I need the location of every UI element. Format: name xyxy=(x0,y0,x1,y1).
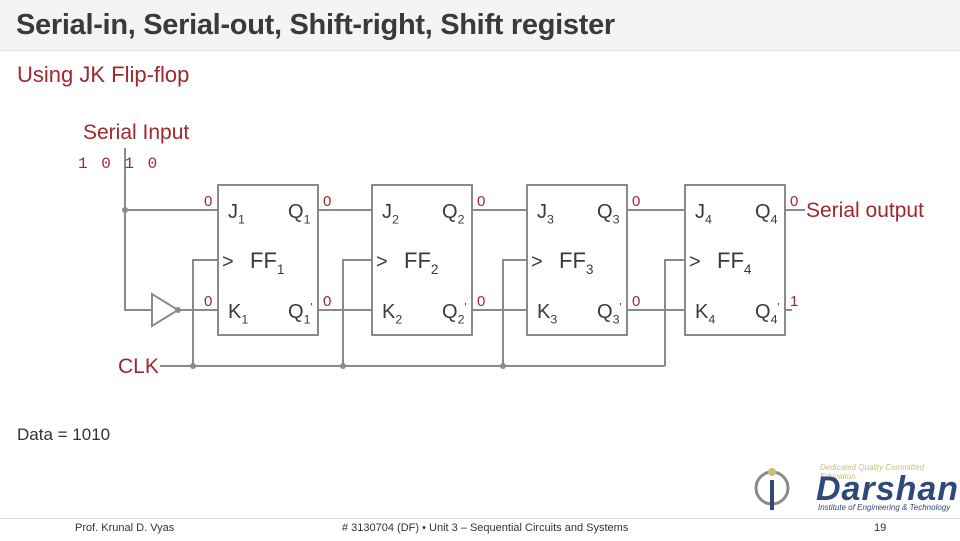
page-number: 19 xyxy=(874,522,887,534)
data-value-label: Data = 1010 xyxy=(17,425,111,444)
inverter-triangle xyxy=(151,292,180,328)
ff4-k-label: K4 xyxy=(695,301,715,327)
logo-tagline: Dedicated Quality Committed Education xyxy=(820,463,925,481)
ff2-qbar-label: Q2' xyxy=(442,301,467,327)
ff3-qbar-label: Q3' xyxy=(597,301,622,327)
ff2-name-label: FF2 xyxy=(404,248,438,277)
clock-junction-dot xyxy=(340,363,346,369)
ff3-q-label: Q3 xyxy=(597,201,620,227)
ff4-j-label: J4 xyxy=(695,201,712,227)
ff3-clock-symbol: > xyxy=(531,251,543,273)
ff3-j-label: J3 xyxy=(537,201,554,227)
ff2-qbar-value: 0 xyxy=(477,293,485,310)
ff4-qbar-value: 1 xyxy=(790,293,798,310)
clk-ff4-wire xyxy=(664,259,685,366)
footer-author: Prof. Krunal D. Vyas xyxy=(75,522,175,534)
ff2-clock-symbol: > xyxy=(376,251,388,273)
ff3-k-label: K3 xyxy=(537,301,557,327)
footer-bar xyxy=(0,518,960,541)
slide-subtitle: Using JK Flip-flop xyxy=(17,62,190,87)
ff4-q-value: 0 xyxy=(790,193,798,210)
ff1-k-label: K1 xyxy=(228,301,248,327)
logo-subtitle: Institute of Engineering & Technology xyxy=(818,503,951,512)
clk-ff1-wire xyxy=(192,259,218,366)
footer-course: # 3130704 (DF) • Unit 3 – Sequential Cir… xyxy=(342,522,629,534)
ff1-qbar-value: 0 xyxy=(323,293,331,310)
ff4-name-label: FF4 xyxy=(717,248,752,277)
clk-label: CLK xyxy=(118,355,159,378)
junction-dot xyxy=(122,207,128,213)
ff4-clock-symbol: > xyxy=(689,251,701,273)
ff3-q-value: 0 xyxy=(632,193,640,210)
serial-output-label: Serial output xyxy=(806,199,924,222)
ff2-j-label: J2 xyxy=(382,201,399,227)
ff1-j-label: J1 xyxy=(228,201,245,227)
clk-ff2-wire xyxy=(342,259,372,366)
clk-ff3-wire xyxy=(502,259,527,366)
ff4-q-label: Q4 xyxy=(755,201,778,227)
ff2-q-label: Q2 xyxy=(442,201,465,227)
ff3-name-label: FF3 xyxy=(559,248,593,277)
clock-junction-dot xyxy=(190,363,196,369)
serial-input-label: Serial Input xyxy=(83,121,189,144)
logo-name: Darshan xyxy=(816,470,960,508)
ff2-k-label: K2 xyxy=(382,301,402,327)
serial-input-wire xyxy=(124,148,152,311)
title-bar xyxy=(0,0,960,51)
ff4-qbar-label: Q4' xyxy=(755,301,780,327)
ff1-k-value: 0 xyxy=(204,293,212,310)
slide-title: Serial-in, Serial-out, Shift-right, Shif… xyxy=(16,9,615,41)
ff1-q-label: Q1 xyxy=(288,201,311,227)
darshan-logo-icon xyxy=(754,468,790,510)
ff3-qbar-value: 0 xyxy=(632,293,640,310)
serial-input-bits: 1 0 1 0 xyxy=(78,155,159,173)
ff1-q-value: 0 xyxy=(323,193,331,210)
inverter-output-dot xyxy=(175,307,181,313)
ff1-clock-symbol: > xyxy=(222,251,234,273)
ff1-j-value: 0 xyxy=(204,193,212,210)
ff1-qbar-label: Q1' xyxy=(288,301,313,327)
clock-junction-dot xyxy=(500,363,506,369)
ff2-q-value: 0 xyxy=(477,193,485,210)
ff1-name-label: FF1 xyxy=(250,248,284,277)
